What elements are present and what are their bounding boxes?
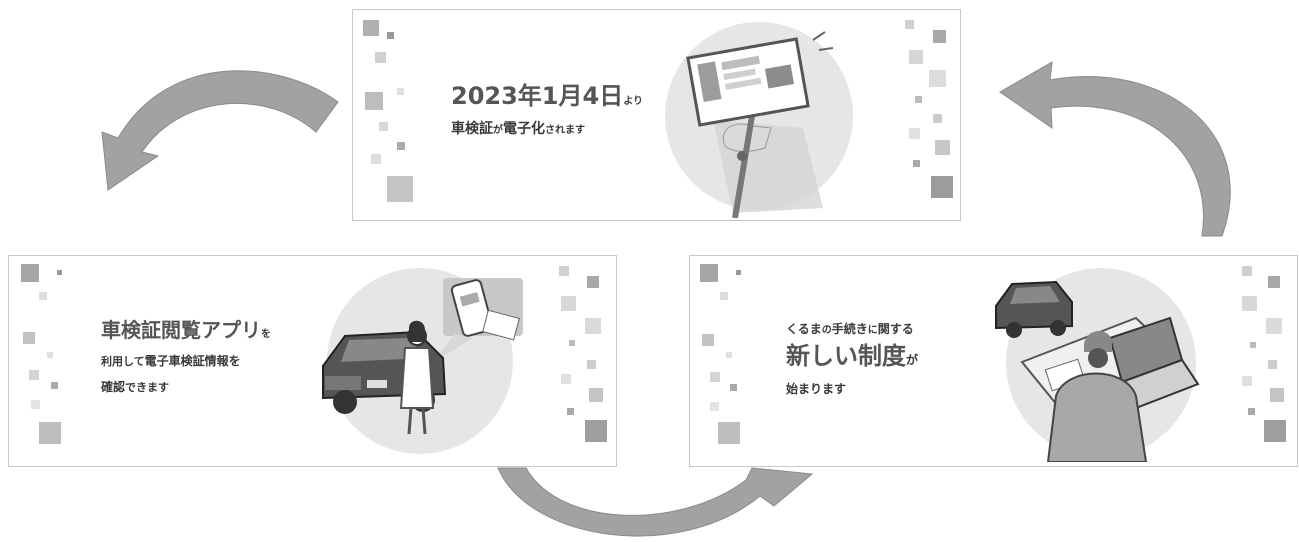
decor-square [51,382,58,389]
decor-square [1264,420,1286,442]
decor-square [736,270,741,275]
decor-square [387,32,394,39]
decor-square [365,92,383,110]
decor-square [29,370,39,380]
decor-square [933,30,946,43]
decor-square [1248,408,1255,415]
decor-square [931,176,953,198]
decor-square [718,422,740,444]
decor-square [567,408,574,415]
decor-square [379,122,388,131]
decor-square [1250,342,1256,348]
decor-square [909,128,920,139]
decor-square [585,318,601,334]
decor-square [1268,360,1277,369]
cycle-arrow-top-to-left [101,70,339,191]
app-headline: 車検証閲覧アプリを [101,318,271,342]
decor-square [726,352,732,358]
card-new-system: くるまの手続きに関する 新しい制度が 始まります [689,255,1298,467]
decor-square [569,340,575,346]
decor-square [387,176,413,202]
decor-square [371,154,381,164]
decor-square [933,114,942,123]
cycle-arrow-left-to-right [497,467,814,537]
decor-square [397,142,405,150]
decor-square [57,270,62,275]
decor-square [1266,318,1282,334]
decor-square [730,384,737,391]
system-headline-line3: 始まります [786,382,847,396]
decor-square [39,292,47,300]
app-body-line1: 利用して電子車検証情報を [101,354,241,368]
decor-square [1242,376,1252,386]
decor-square [1242,266,1252,276]
decor-square [1242,296,1257,311]
decor-square [585,420,607,442]
decor-square [710,402,719,411]
card-viewer-app: 車検証閲覧アプリを 利用して電子車検証情報を 確認できます [8,255,617,467]
decor-square [909,50,923,64]
decor-square [905,20,914,29]
decor-square [913,160,920,167]
decor-square [561,374,571,384]
card-ev-certificate-digitalization: 2023年1月4日より 車検証が電子化されます [352,9,961,221]
decor-square [561,296,576,311]
hand-holding-certificate-illustration [686,31,834,218]
system-headline-line1: くるまの手続きに関する [786,322,914,336]
decor-square [589,388,603,402]
app-body-line2: 確認できます [101,380,170,394]
decor-square [1268,276,1280,288]
decor-square [929,70,946,87]
decor-square [31,400,40,409]
decor-square [559,266,569,276]
cycle-arrow-right-to-top [999,61,1231,237]
woman-with-car-and-phone-illustration [322,278,523,435]
decor-square [1270,388,1284,402]
decor-square [363,20,379,36]
decor-square [587,276,599,288]
decor-square [375,52,386,63]
decor-square [397,88,404,95]
decor-square [702,334,714,346]
decor-square [21,264,39,282]
decor-square [587,360,596,369]
person-at-laptop-illustration [995,280,1200,462]
decor-square [915,96,922,103]
decor-square [935,140,950,155]
headline-digitalization: 車検証が電子化されます [451,121,585,137]
decor-square [23,332,35,344]
decor-square [39,422,61,444]
headline-date: 2023年1月4日より [451,82,644,110]
decor-square [700,264,718,282]
decor-square [710,372,720,382]
decor-square [720,292,728,300]
system-headline-line2: 新しい制度が [786,342,919,370]
decor-square [47,352,53,358]
